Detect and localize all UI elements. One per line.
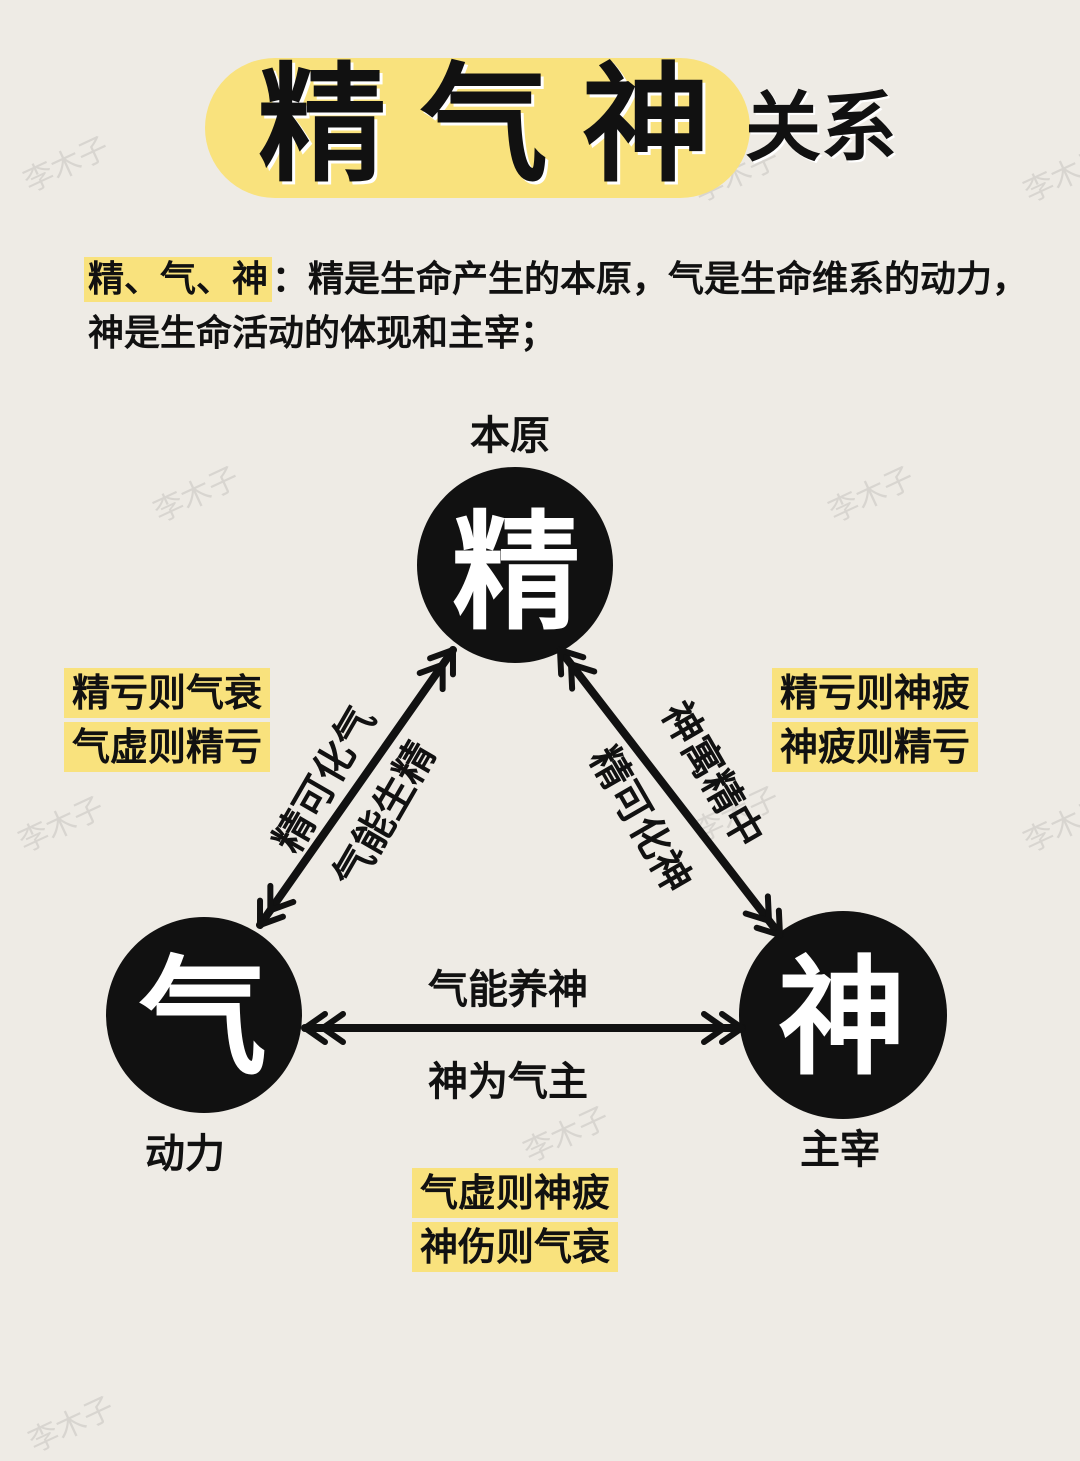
edge-label-qi-shen-bottom: 神为气主 xyxy=(428,1059,588,1105)
arrow-jing-qi-head-end-1 xyxy=(427,647,456,678)
arrow-jing-qi-head-start-2 xyxy=(267,882,297,914)
arrow-jing-qi-head-end-2 xyxy=(416,661,446,693)
arrow-jing-shen-head-end-2 xyxy=(742,893,773,924)
role-label-qi: 动力 xyxy=(145,1131,225,1177)
note-bottom-1: 气虚则神疲 xyxy=(412,1168,619,1218)
arrow-qi-shen-head-end-1 xyxy=(719,1011,745,1045)
arrow-qi-shen-head-start-1 xyxy=(302,1011,328,1045)
title-highlight xyxy=(205,58,750,198)
title-char-qi: 气 xyxy=(420,51,549,200)
arrow-jing-shen-line xyxy=(556,646,784,939)
node-char-shen: 神 xyxy=(778,944,907,1093)
intro-highlight: 精、气、神 xyxy=(84,257,273,302)
intro-line-1: 精、气、神：精是生命产生的本原，气是生命维系的动力， xyxy=(84,257,1029,302)
edge-label-qi-shen-top: 气能养神 xyxy=(428,967,588,1013)
role-label-jing: 本原 xyxy=(470,413,550,459)
title-suffix: 关系 xyxy=(745,83,897,172)
arrow-jing-shen-head-end-1 xyxy=(753,907,783,938)
node-shen-circle xyxy=(739,911,947,1119)
node-qi-circle xyxy=(106,917,302,1113)
intro-line-2: 神是生命活动的体现和主宰； xyxy=(88,313,557,354)
note-right-2: 神疲则精亏 xyxy=(772,722,979,772)
note-left-1: 精亏则气衰 xyxy=(64,668,271,718)
note-left-2: 气虚则精亏 xyxy=(64,722,271,772)
arrow-jing-shen-head-start-2 xyxy=(567,661,598,692)
arrow-jing-qi-line xyxy=(256,646,457,929)
title-char-shen: 神 xyxy=(582,51,711,200)
node-jing-circle xyxy=(417,467,613,663)
arrow-jing-shen-head-start-1 xyxy=(557,647,587,678)
node-char-qi: 气 xyxy=(139,944,268,1093)
role-label-shen: 主宰 xyxy=(800,1127,880,1173)
arrow-qi-shen-head-start-2 xyxy=(320,1011,346,1045)
title-char-jing: 精 xyxy=(258,51,387,200)
intro-line-1-text: ：精是生命产生的本原，气是生命维系的动力， xyxy=(272,259,1029,300)
node-char-jing: 精 xyxy=(452,499,581,648)
note-right-1: 精亏则神疲 xyxy=(772,668,979,718)
arrow-qi-shen-head-end-2 xyxy=(701,1011,727,1045)
note-bottom-2: 神伤则气衰 xyxy=(412,1222,619,1272)
arrow-jing-qi-head-start-1 xyxy=(257,897,286,928)
